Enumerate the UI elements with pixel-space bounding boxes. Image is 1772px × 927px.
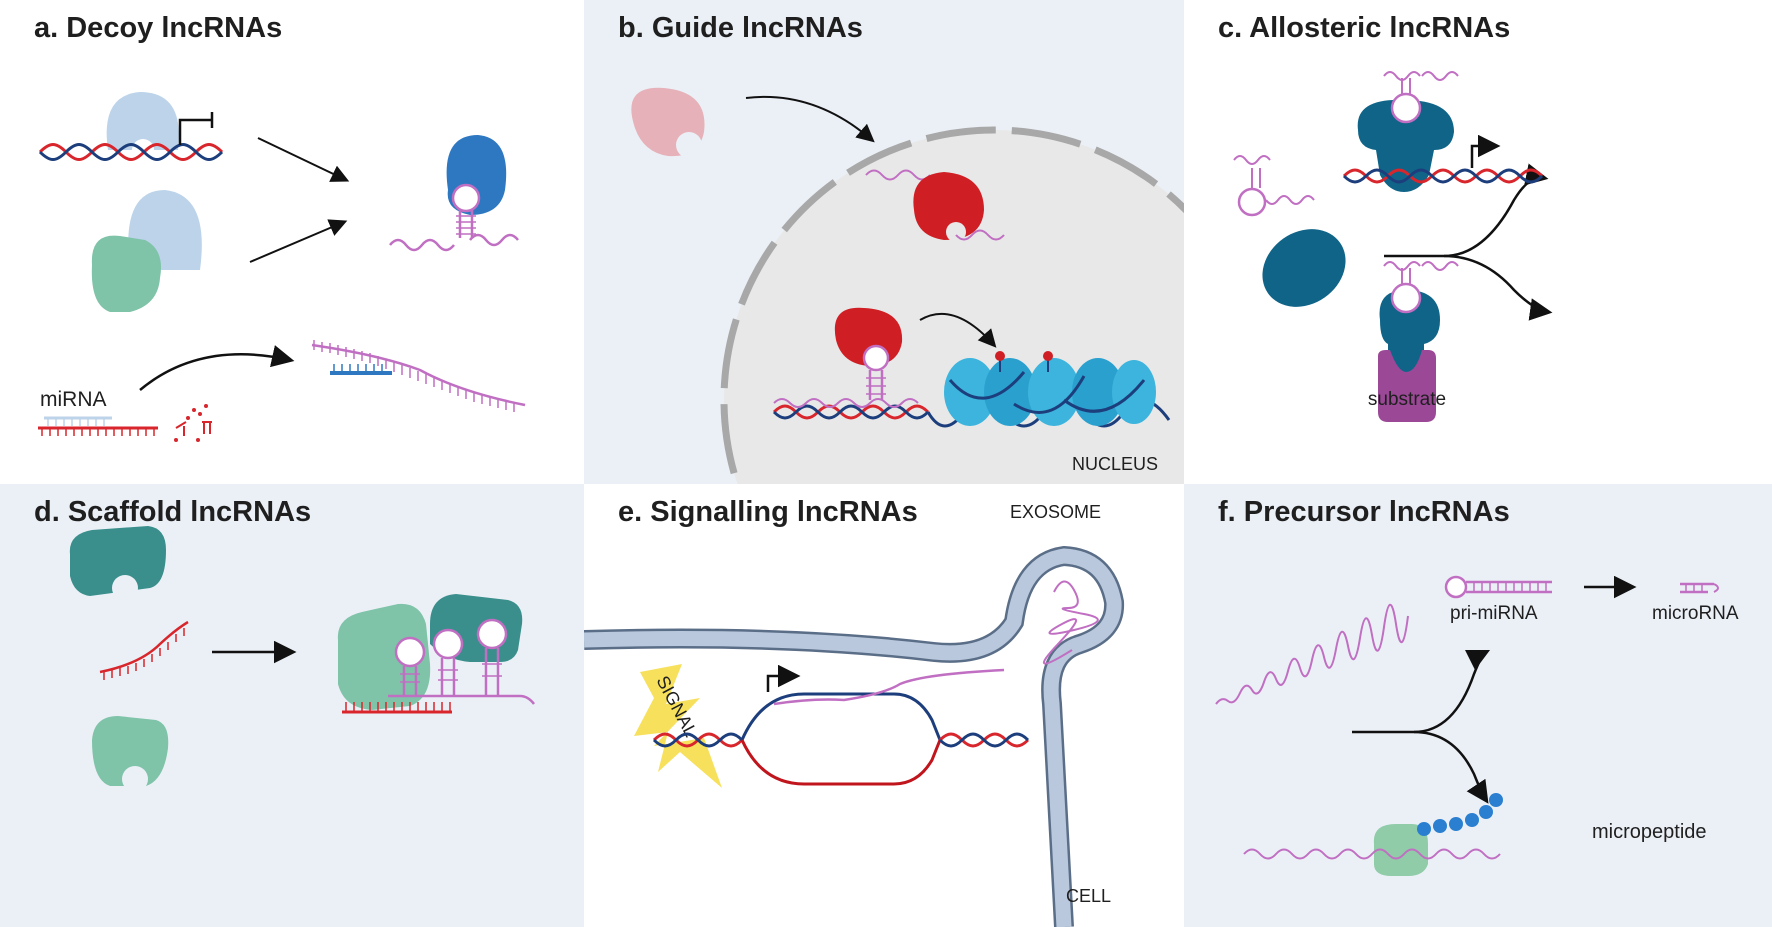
arrow (249, 219, 348, 263)
panel-decoy-lncrnas: a. Decoy lncRNAs m (0, 0, 584, 484)
exosome-lncrna (1042, 580, 1099, 665)
precursor-lncrna (1215, 603, 1409, 705)
microrna (1680, 582, 1719, 594)
substrate-label: substrate (1368, 389, 1446, 410)
micropeptide-chain (1417, 793, 1503, 836)
chromatin-nucleosomes (926, 351, 1171, 428)
panel-title: d. Scaffold lncRNAs (34, 496, 312, 528)
transcription-start-arrow (766, 664, 801, 692)
free-lncrna (1233, 155, 1315, 217)
branch-arrows (1413, 730, 1489, 804)
protein-with-substrate: substrate (1368, 261, 1459, 422)
protein-green (92, 716, 169, 792)
protein-on-dna-activated (1342, 71, 1544, 192)
protein-dark-teal (1262, 229, 1346, 307)
panel-guide-lncrnas: b. Guide lncRNAs (584, 0, 1184, 484)
micropeptide-label: micropeptide (1592, 821, 1707, 843)
ribosome-translation (1243, 793, 1503, 876)
protein-pink (631, 87, 705, 158)
panel-signalling-lncrnas: e. Signalling lncRNAs EXOSOME SIGNAL CEL… (584, 484, 1184, 927)
protein-red-bound (834, 307, 903, 400)
panel-allosteric-lncrnas: c. Allosteric lncRNAs substrate (1184, 0, 1772, 484)
exosome-label: EXOSOME (1010, 502, 1101, 522)
arrow (745, 95, 875, 143)
transcription-bubble (652, 664, 1030, 786)
panel-title: f. Precursor lncRNAs (1218, 496, 1510, 528)
panel-title: a. Decoy lncRNAs (34, 12, 283, 44)
pri-mirna (1444, 575, 1552, 599)
branch-arrows (1384, 163, 1549, 258)
panel-title: e. Signalling lncRNAs (618, 496, 918, 528)
panel-title: c. Allosteric lncRNAs (1218, 12, 1511, 44)
panel-scaffold-lncrnas: d. Scaffold lncRNAs (0, 484, 584, 927)
arrow (919, 312, 997, 348)
cell-label: CELL (1066, 886, 1111, 906)
branch-arrows (1443, 254, 1553, 321)
lncrna-red (99, 620, 189, 680)
arrow (139, 345, 295, 391)
dna-helix (38, 143, 224, 161)
transcription-block-icon (178, 112, 214, 145)
microrna-label: microRNA (1652, 603, 1739, 624)
panel-precursor-lncrnas: f. Precursor lncRNAs pri-miRNA microRNA (1184, 484, 1772, 927)
protein-teal (69, 526, 166, 601)
mirna-label: miRNA (40, 388, 107, 411)
branch-arrows (1352, 649, 1491, 734)
signal-lightning-icon: SIGNAL (634, 664, 722, 788)
protein-blue-bound-lncrna (389, 135, 519, 252)
dna-helix (772, 398, 930, 420)
protein-red-with-lncrna (865, 169, 1005, 242)
pri-mirna-label: pri-miRNA (1450, 603, 1538, 624)
arrow (257, 137, 350, 182)
panel-title: b. Guide lncRNAs (618, 12, 863, 44)
nucleus-label: NUCLEUS (1072, 454, 1158, 474)
mirna-on-mrna (38, 416, 158, 436)
scaffold-complex (337, 594, 535, 714)
cell-membrane (584, 545, 1125, 927)
mirna-sponge-lncrna (311, 340, 526, 412)
degraded-mrna-fragments (174, 404, 212, 442)
protein-complex (91, 190, 202, 312)
